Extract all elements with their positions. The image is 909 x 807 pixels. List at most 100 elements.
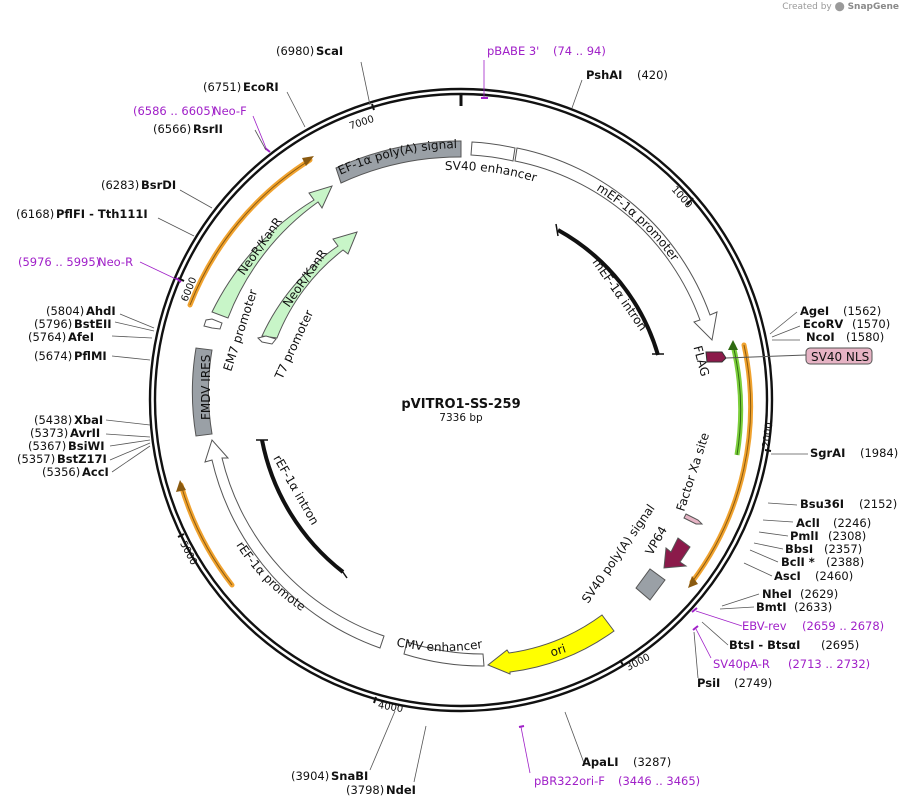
mef1a-intron-arc [557,228,660,356]
enzyme-pos-agei: (1562) [843,304,881,318]
enzyme-labels: (6980) ScaI (6751) EcoRI (6566) RsrII (6… [16,44,898,797]
tick-3000: 3000 [619,652,652,674]
ref1a-intron-arc [260,439,345,574]
ori-arrow [487,614,615,675]
factor-xa-label: Factor Xa site [674,431,713,513]
enzyme-pos-rsrii: (6566) [153,122,191,136]
mef1a-promoter-label: mEF-1α promoter [594,181,681,264]
enzyme-pos-bstz17i: (5357) [17,452,55,466]
enzyme-pos-pflfi: (6168) [16,207,54,221]
primer-name-pbr322orif: pBR322ori-F [534,774,605,788]
primer-range-pbabe3: (74 .. 94) [553,44,606,58]
enzyme-pos-btsi: (2695) [821,638,859,652]
enzyme-name-acci: AccI [82,465,109,479]
enzyme-name-scai: ScaI [316,44,343,58]
enzyme-name-agei: AgeI [800,304,829,318]
ef1a-polya-signal [335,140,462,184]
mef1a-intron-label: mEF-1α intron [590,256,650,334]
enzyme-pos-asci: (2460) [815,569,853,583]
enzyme-pos-bsrdi: (6283) [101,178,139,192]
enzyme-name-bcli: BclI * [781,555,815,569]
enzyme-name-ndei: NdeI [386,783,416,797]
primer-range-pbr322orif: (3446 .. 3465) [618,774,700,788]
flag-marker [705,351,727,363]
primer-name-neor: Neo-R [98,255,133,269]
t7-promoter-arrow [257,335,277,345]
neokanr-outer-label: NeoR/KanR [235,215,285,278]
mef1a-promoter-arrow [514,147,718,342]
enzyme-pos-bsiwi: (5367) [28,439,66,453]
enzyme-name-ecorv: EcoRV [803,317,843,331]
enzyme-name-afei: AfeI [68,330,94,344]
credit-prefix: Created by [782,2,832,12]
enzyme-name-avrii: AvrII [70,426,100,440]
primer-name-sv40par: SV40pA-R [713,657,770,671]
enzyme-name-bsrdi: BsrDI [141,178,176,192]
enzyme-pos-acli: (2246) [833,516,871,530]
enzyme-name-ncoi: NcoI [806,330,835,344]
enzyme-pos-apali: (3287) [633,755,671,769]
enzyme-name-ahdi: AhdI [86,304,116,318]
credit-brand: SnapGene [847,2,899,12]
enzyme-name-btsi: BtsI - BtsαI [729,638,800,652]
ori-label: ori [548,641,567,659]
enzyme-pos-afei: (5764) [28,330,66,344]
leader-lines [105,61,808,783]
primer-range-sv40par: (2713 .. 2732) [788,657,870,671]
enzyme-pos-pshai: (420) [637,68,668,82]
enzyme-name-rsrii: RsrII [193,122,223,136]
tick-label-2000: 2000 [761,422,775,449]
neokanr-outer-arrow [211,185,333,319]
primer-name-neof: Neo-F [213,104,247,118]
ref1a-promoter-arrow [204,439,385,649]
sv40-nls-label: SV40 NLS [811,350,869,364]
enzyme-pos-bbsi: (2357) [824,542,862,556]
sv40-enhancer-box [470,141,516,162]
neokanr-inner-arrow [261,231,358,339]
enzyme-pos-pflmi: (5674) [34,349,72,363]
enzyme-name-bmti: BmtI [756,600,787,614]
vp64-arrow [663,537,691,569]
enzyme-pos-ecorv: (1570) [852,317,890,331]
enzyme-name-bstz17i: BstZ17I [57,452,107,466]
enzyme-name-apali: ApaLI [582,755,619,769]
enzyme-pos-ahdi: (5804) [46,304,84,318]
enzyme-name-pflfi: PflFI - Tth111I [56,207,148,221]
enzyme-name-snabi: SnaBI [331,769,368,783]
tick-label-7000: 7000 [348,114,376,132]
orange-arrowhead-top-left [302,156,314,166]
snapgene-logo-icon: ⬤ [834,2,845,12]
enzyme-name-xbai: XbaI [74,413,103,427]
primer-range-neof: (6586 .. 6605) [133,104,215,118]
snapgene-credit: Created by ⬤ SnapGene [782,2,899,12]
enzyme-name-sgrai: SgrAI [810,446,845,460]
enzyme-name-bbsi: BbsI [785,542,813,556]
enzyme-name-bsu36i: Bsu36I [800,497,844,511]
flag-label: FLAG [690,344,712,378]
enzyme-pos-bsu36i: (2152) [859,497,897,511]
cmv-enhancer-label: CMV enhancer [395,635,483,654]
enzyme-pos-acci: (5356) [42,465,80,479]
factor-xa-marker [683,513,704,525]
enzyme-name-acli: AclI [796,516,820,530]
green-arrowhead [728,340,738,350]
enzyme-name-asci: AscI [774,569,801,583]
fmdv-ires-box [191,347,213,437]
enzyme-pos-ecori: (6751) [203,80,241,94]
tick-2000: 2000 [761,422,775,452]
sv40-polya-box [635,568,666,601]
enzyme-pos-bsteii: (5796) [34,317,72,331]
primer-name-pbabe3: pBABE 3' [487,44,539,58]
plasmid-length: 7336 bp [439,412,483,424]
primer-range-neor: (5976 .. 5995) [18,255,100,269]
enzyme-pos-scai: (6980) [276,44,314,58]
enzyme-name-bsteii: BstEII [74,317,112,331]
primer-labels: pBABE 3' (74 .. 94) (6586 .. 6605) Neo-F… [18,44,884,788]
tick-4000: 4000 [373,696,404,715]
enzyme-pos-bcli: (2388) [826,555,864,569]
enzyme-pos-sgrai: (1984) [860,446,898,460]
primer-name-ebvrev: EBV-rev [742,619,787,633]
em7-promoter-arrow [203,318,223,330]
enzyme-name-pflmi: PflMI [74,349,107,363]
enzyme-pos-ncoi: (1580) [846,330,884,344]
